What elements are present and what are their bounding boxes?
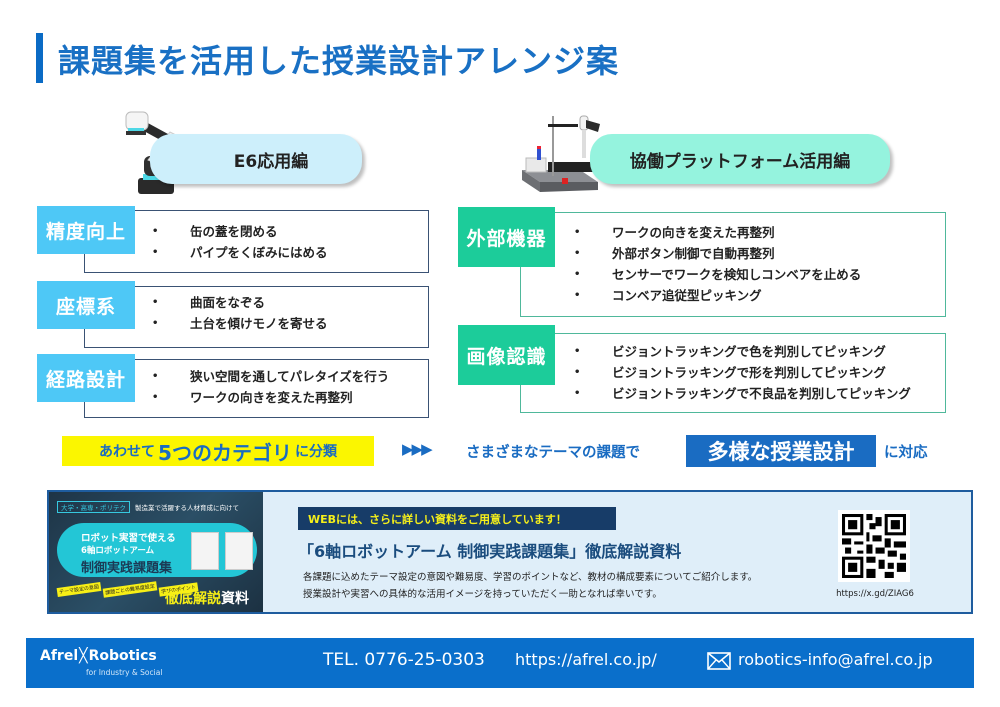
- category-tag-label: 外部機器: [466, 227, 547, 250]
- list-item: •ワークの向きを変えた再整列: [574, 225, 775, 240]
- category-box: [84, 210, 429, 273]
- web-notice-badge: WEBには、さらに詳しい資料をご用意しています！: [298, 507, 616, 530]
- triple-arrow-icon: ▶▶▶: [402, 440, 433, 458]
- category-tag-path-design: 経路設計: [37, 354, 135, 402]
- e6-application-pill: E6応用編: [150, 134, 362, 184]
- summary-highlight-box: 多様な授業設計: [686, 435, 876, 467]
- summary-end-text: に対応: [884, 445, 928, 461]
- category-tag-label: 経路設計: [45, 368, 126, 391]
- category-tag-label: 画像認識: [466, 345, 547, 368]
- list-item: •ワークの向きを変えた再整列: [152, 390, 353, 405]
- list-item: •ビジョントラッキングで色を判別してピッキング: [574, 344, 886, 359]
- list-item: •土台を傾けモノを寄せる: [152, 316, 328, 331]
- category-item-list: •狭い空間を通してパレタイズを行う •ワークの向きを変えた再整列: [150, 366, 389, 408]
- resource-heading[interactable]: 「6軸ロボットアーム 制御実践課題集」徹底解説資料: [298, 542, 682, 561]
- list-item: •コンベア追従型ピッキング: [574, 288, 762, 303]
- categories-summary-highlight: あわせて 5つのカテゴリ に分類: [62, 436, 374, 466]
- list-item: •ビジョントラッキングで形を判別してピッキング: [574, 365, 886, 380]
- list-item: •曲面をなぞる: [152, 295, 266, 310]
- list-item: •狭い空間を通してパレタイズを行う: [152, 369, 390, 384]
- list-item: •外部ボタン制御で自動再整列: [574, 246, 775, 261]
- afrel-robotics-logo: Afrel╳Robotics: [40, 648, 157, 664]
- list-item: •缶の蓋を閉める: [152, 224, 278, 239]
- category-tag-precision: 精度向上: [37, 206, 135, 254]
- collaborative-platform-image: [522, 115, 600, 192]
- e6-application-label: E6応用編: [233, 151, 309, 172]
- phone-number[interactable]: TEL. 0776-25-0303: [323, 650, 485, 670]
- page-title: 課題集を活用した授業設計アレンジ案: [58, 42, 620, 80]
- summary-middle-text: さまざまなテーマの課題で: [466, 445, 640, 461]
- book-cover-image: [191, 532, 219, 570]
- category-tag-external-devices: 外部機器: [458, 207, 555, 267]
- qr-code-icon[interactable]: [838, 510, 910, 582]
- category-box: [520, 212, 946, 317]
- resource-thumbnail[interactable]: 大学・高専・ポリテク 製造業で活躍する人材育成に向けて ロボット実習で使える 6…: [49, 492, 263, 612]
- resource-description: 授業設計や実習への具体的な活用イメージを持っていただく一助となれば幸いです。: [303, 589, 662, 600]
- category-box: [520, 333, 946, 413]
- list-item: •センサーでワークを検知しコンベアを止める: [574, 267, 862, 282]
- list-item: •パイプをくぼみにはめる: [152, 245, 328, 260]
- list-item: •ビジョントラッキングで不良品を判別してピッキング: [574, 386, 911, 401]
- collab-platform-label: 協働プラットフォーム活用編: [629, 151, 851, 172]
- category-tag-label: 座標系: [55, 295, 116, 318]
- category-box: [84, 286, 429, 348]
- category-item-list: •曲面をなぞる •土台を傾けモノを寄せる: [150, 292, 328, 334]
- resource-description: 各課題に込めたテーマ設定の意図や難易度、学習のポイントなど、教材の構成要素につい…: [303, 572, 758, 583]
- category-item-list: •缶の蓋を閉める •パイプをくぼみにはめる: [150, 221, 328, 263]
- collab-platform-pill: 協働プラットフォーム活用編: [590, 134, 890, 184]
- category-tag-label: 精度向上: [45, 220, 126, 243]
- category-tag-image-recognition: 画像認識: [458, 325, 555, 385]
- logo-tagline: for Industry & Social: [86, 668, 163, 677]
- website-link[interactable]: https://afrel.co.jp/: [515, 650, 657, 669]
- footer-bar: [26, 638, 974, 688]
- mail-icon: [707, 652, 731, 670]
- qr-url-text[interactable]: https://x.gd/ZIAG6: [836, 589, 914, 599]
- category-item-list: •ワークの向きを変えた再整列 •外部ボタン制御で自動再整列 •センサーでワークを…: [572, 222, 861, 306]
- email-link[interactable]: robotics-info@afrel.co.jp: [738, 650, 933, 669]
- category-item-list: •ビジョントラッキングで色を判別してピッキング •ビジョントラッキングで形を判別…: [572, 341, 911, 404]
- category-tag-coordinate: 座標系: [37, 281, 135, 329]
- book-cover-image: [225, 532, 253, 570]
- title-accent-bar: [36, 33, 43, 83]
